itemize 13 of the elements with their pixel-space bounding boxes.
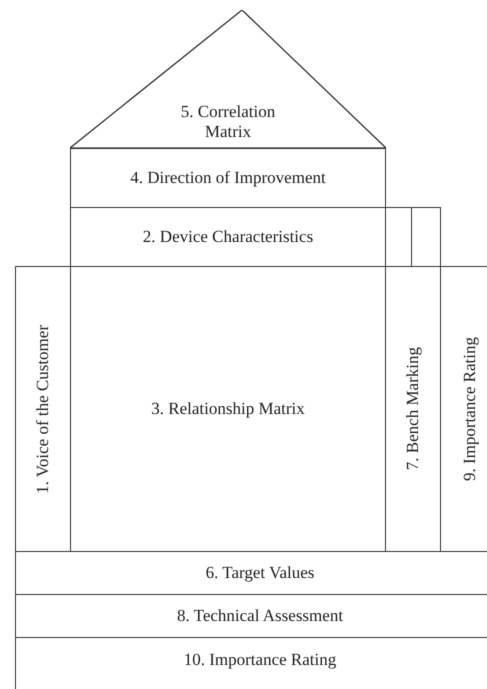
section-label: 4. Direction of Improvement <box>130 168 326 188</box>
section-label: 2. Device Characteristics <box>142 227 314 247</box>
section-label: 7. Bench Marking <box>403 347 423 471</box>
section-label: 8. Technical Assessment <box>176 606 344 626</box>
section-label: 10. Importance Rating <box>184 650 336 670</box>
section-label: 9. Importance Rating <box>460 337 480 481</box>
section-label: 3. Relationship Matrix <box>151 399 305 419</box>
column-box <box>411 207 441 267</box>
section-box <box>15 266 71 552</box>
section-box <box>70 148 386 208</box>
section-label: 6. Target Values <box>206 563 314 583</box>
section-label: 5. Correlation Matrix <box>180 102 276 142</box>
section-label: 1. Voice of the Customer <box>33 324 53 494</box>
